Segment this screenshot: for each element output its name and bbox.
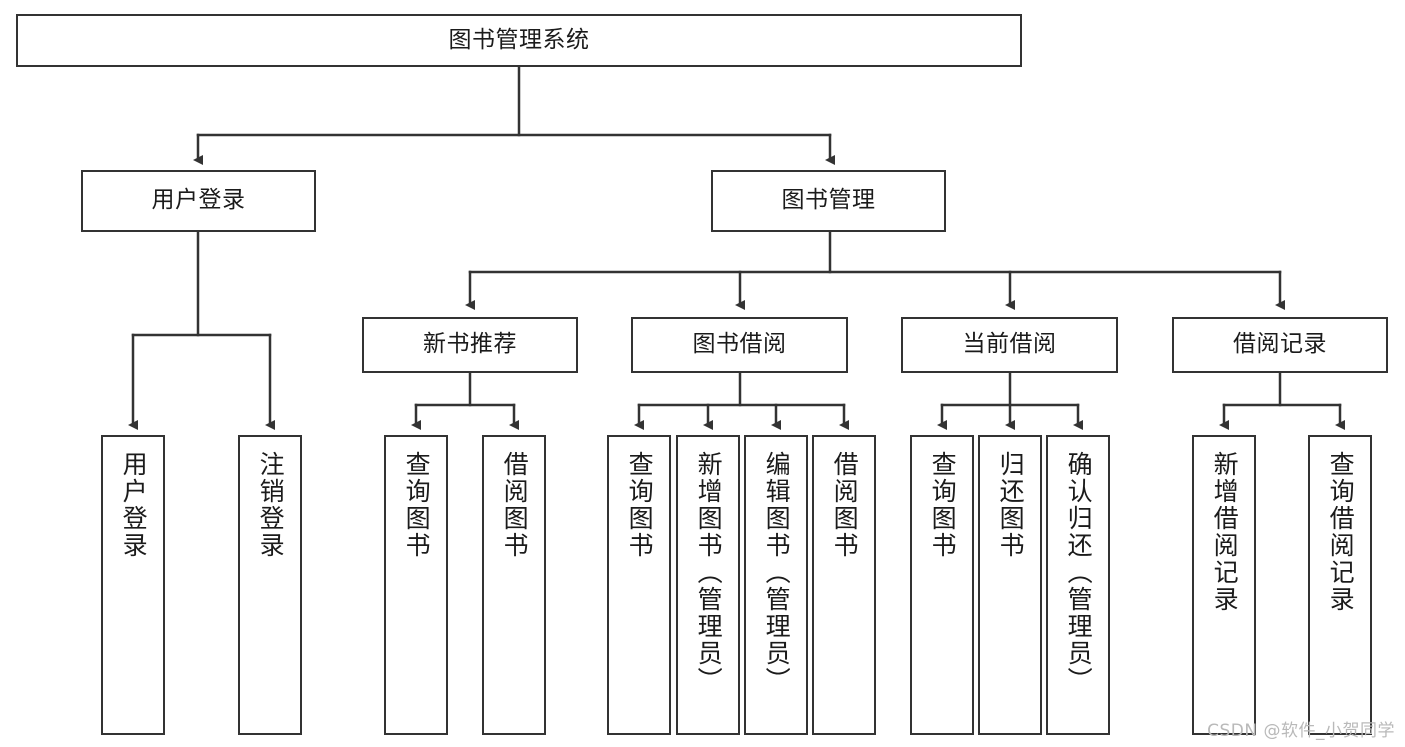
node-label: 用户登录 — [119, 451, 149, 559]
node-label: 图书借阅 — [692, 331, 787, 358]
node-label: 注销登录 — [256, 451, 286, 559]
leaf-record-add[interactable]: 新增借阅记录 — [1192, 435, 1256, 735]
leaf-borrow-add-book-admin[interactable]: 新增图书（管理员） — [676, 435, 740, 735]
node-label: 编辑图书（管理员） — [762, 451, 792, 694]
leaf-borrow-query-book[interactable]: 查询图书 — [607, 435, 671, 735]
node-label: 图书管理系统 — [448, 26, 590, 53]
leaf-current-confirm-return-admin[interactable]: 确认归还（管理员） — [1046, 435, 1110, 735]
node-label: 查询图书 — [928, 451, 958, 559]
node-current-borrow[interactable]: 当前借阅 — [901, 317, 1118, 373]
node-label: 借阅图书 — [830, 451, 860, 559]
node-label: 查询借阅记录 — [1326, 451, 1356, 613]
node-label: 查询图书 — [625, 451, 655, 559]
leaf-current-return-book[interactable]: 归还图书 — [978, 435, 1042, 735]
node-label: 新增图书（管理员） — [694, 451, 724, 694]
node-label: 图书管理 — [781, 187, 876, 214]
node-label: 新增借阅记录 — [1210, 451, 1240, 613]
node-label: 查询图书 — [402, 451, 432, 559]
leaf-borrow-borrow-book[interactable]: 借阅图书 — [812, 435, 876, 735]
node-label: 当前借阅 — [962, 331, 1057, 358]
leaf-new-book-borrow[interactable]: 借阅图书 — [482, 435, 546, 735]
leaf-current-query-book[interactable]: 查询图书 — [910, 435, 974, 735]
node-label: 借阅记录 — [1233, 331, 1327, 358]
csdn-watermark: CSDN @软件_小贺同学 — [1207, 721, 1395, 741]
node-label: 用户登录 — [151, 187, 246, 214]
leaf-borrow-edit-book-admin[interactable]: 编辑图书（管理员） — [744, 435, 808, 735]
node-borrow-record[interactable]: 借阅记录 — [1172, 317, 1388, 373]
leaf-user-login-signout[interactable]: 注销登录 — [238, 435, 302, 735]
node-new-book-recommend[interactable]: 新书推荐 — [362, 317, 578, 373]
node-root-system[interactable]: 图书管理系统 — [16, 14, 1022, 67]
leaf-new-book-query[interactable]: 查询图书 — [384, 435, 448, 735]
leaf-record-query[interactable]: 查询借阅记录 — [1308, 435, 1372, 735]
leaf-user-login-signin[interactable]: 用户登录 — [101, 435, 165, 735]
node-book-management[interactable]: 图书管理 — [711, 170, 946, 232]
node-label: 新书推荐 — [423, 331, 517, 358]
node-label: 确认归还（管理员） — [1064, 451, 1094, 694]
node-label: 借阅图书 — [500, 451, 530, 559]
node-user-login[interactable]: 用户登录 — [81, 170, 316, 232]
node-book-borrow[interactable]: 图书借阅 — [631, 317, 848, 373]
node-label: 归还图书 — [996, 451, 1026, 559]
